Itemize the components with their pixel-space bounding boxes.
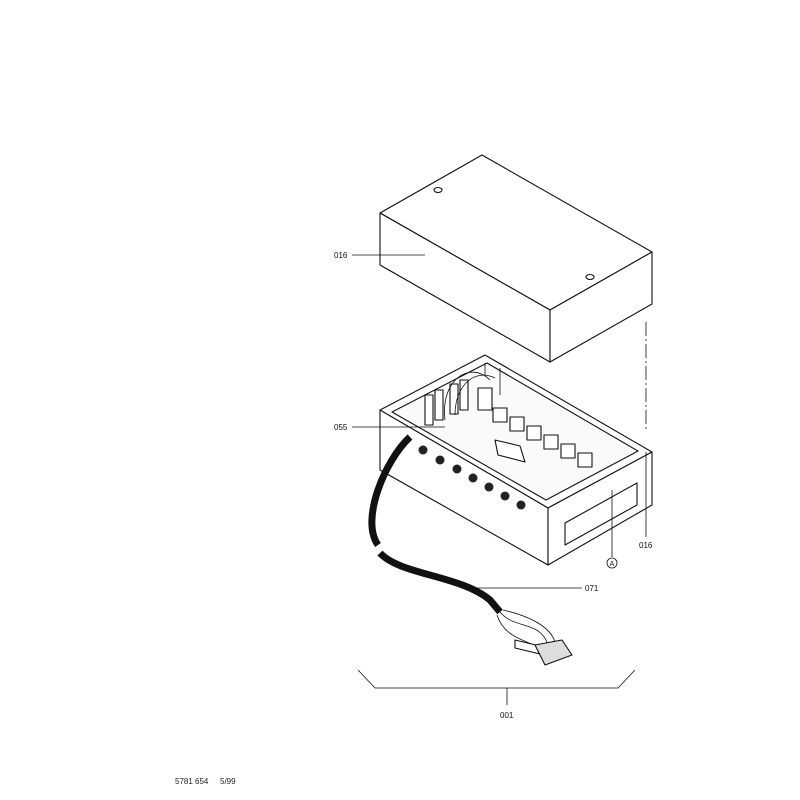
- label-window: [564, 482, 638, 546]
- terminal-block: [494, 439, 526, 463]
- assembly-bracket: [357, 669, 636, 689]
- lid: [379, 154, 653, 363]
- label-assembly: 001: [500, 711, 514, 720]
- marker-circle: [606, 557, 618, 569]
- screw-hole-icon: [585, 273, 595, 281]
- document-date: 5/99: [220, 777, 236, 786]
- heatsink: [424, 379, 469, 426]
- label-base: 016: [639, 541, 653, 550]
- label-board: 055: [334, 423, 348, 432]
- relay: [477, 387, 493, 411]
- label-marker: A: [610, 561, 615, 568]
- label-cable: 071: [585, 584, 599, 593]
- screw-hole-icon: [433, 186, 443, 194]
- cable-glands: [418, 445, 526, 510]
- document-number: 5781 654: [175, 777, 209, 786]
- cable: [368, 434, 573, 666]
- sockets: [492, 407, 593, 468]
- label-lid: 016: [334, 251, 348, 260]
- base-housing: [379, 354, 653, 566]
- plug-connector: [534, 639, 573, 666]
